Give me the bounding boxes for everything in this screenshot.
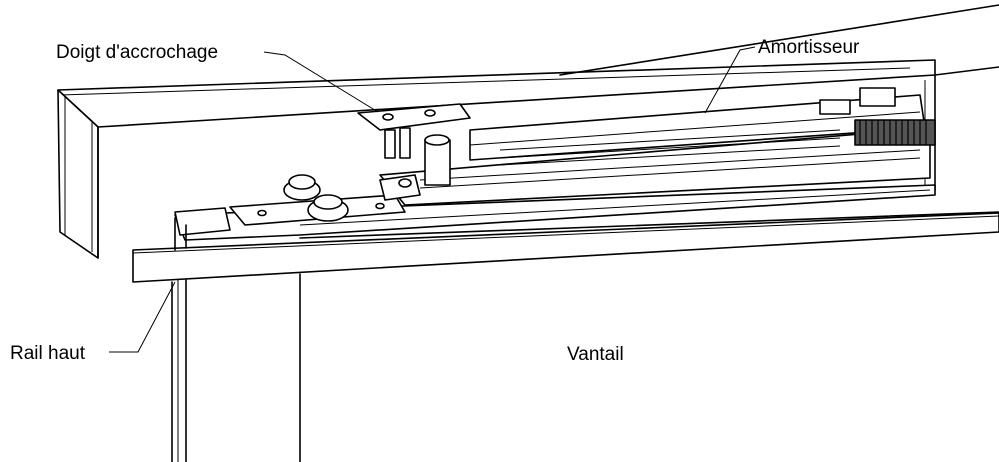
label-vantail: Vantail xyxy=(567,344,624,365)
label-amortisseur: Amortisseur xyxy=(758,37,860,58)
door-leaf xyxy=(171,217,301,462)
carriage xyxy=(174,174,421,236)
inner-rail xyxy=(174,184,999,241)
leader-lines xyxy=(109,46,756,353)
damper-body xyxy=(379,87,936,206)
top-rail-strip xyxy=(132,212,999,283)
label-doigt-accrochage: Doigt d'accrochage xyxy=(56,42,218,63)
hanging-finger xyxy=(357,103,471,159)
label-rail-haut: Rail haut xyxy=(10,343,86,364)
